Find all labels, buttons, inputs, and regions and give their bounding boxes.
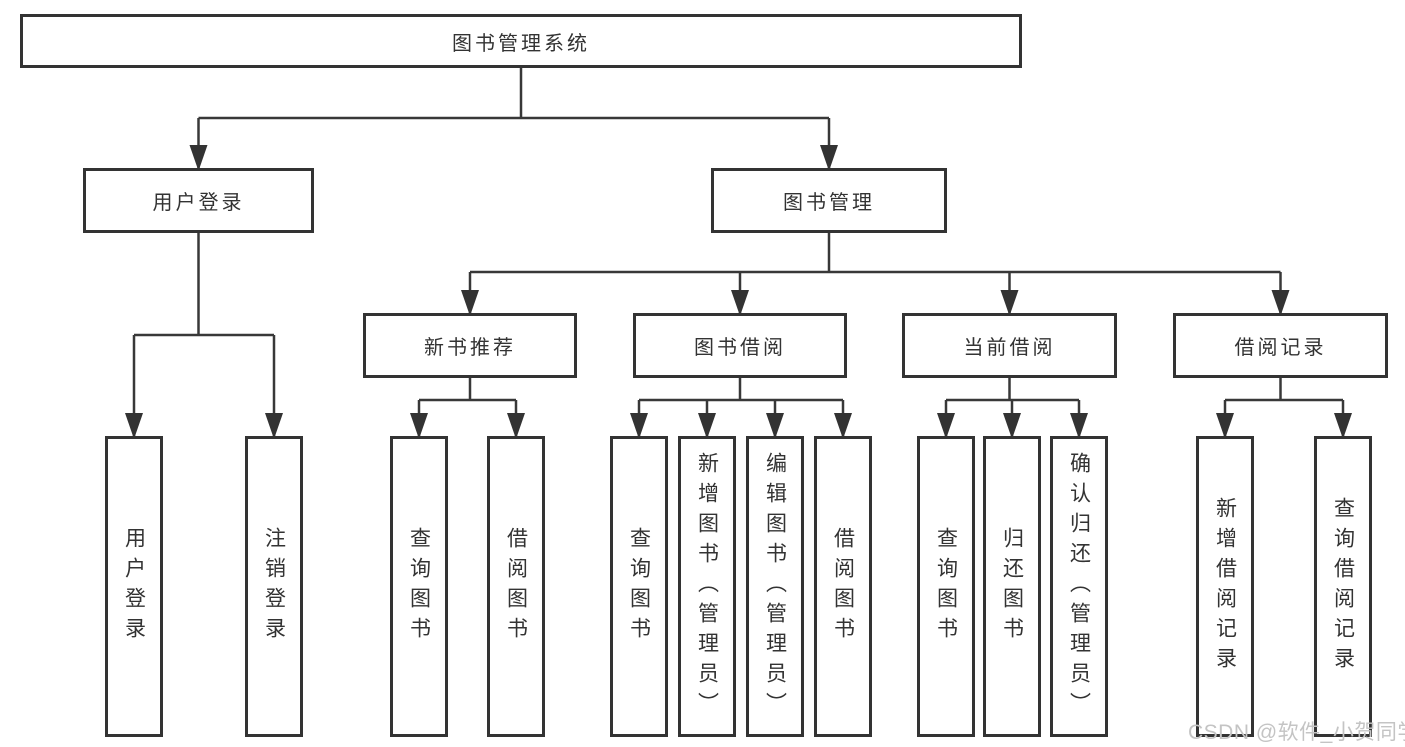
node-bb-edit-book-admin: 编辑图书（管理员）	[746, 436, 804, 737]
connector-user-bus	[134, 233, 274, 337]
node-cb-return-book-label: 归还图书	[1000, 526, 1024, 647]
node-bb-add-book-admin-label: 新增图书（管理员）	[695, 451, 719, 722]
node-bb-borrow-book: 借阅图书	[814, 436, 872, 737]
node-bb-query-book: 查询图书	[610, 436, 668, 737]
node-cb-confirm-return-admin-label: 确认归还（管理员）	[1067, 451, 1091, 722]
node-new-book-recommend-label: 新书推荐	[424, 337, 516, 359]
connector-cb-bus	[946, 378, 1079, 402]
connector-bb-bus	[639, 378, 843, 402]
node-cb-query-book: 查询图书	[917, 436, 975, 737]
node-new-book-recommend: 新书推荐	[363, 313, 577, 378]
node-leaf-user-login: 用户登录	[105, 436, 163, 737]
node-current-borrow-label: 当前借阅	[963, 337, 1056, 359]
node-bb-borrow-book-label: 借阅图书	[831, 526, 855, 647]
node-rec-borrow-book: 借阅图书	[487, 436, 545, 737]
node-leaf-logout-label: 注销登录	[262, 526, 286, 647]
node-root-label: 图书管理系统	[452, 32, 590, 55]
node-book-borrow-label: 图书借阅	[694, 337, 786, 359]
node-rec-query-book: 查询图书	[390, 436, 448, 737]
connector-root-bus	[198, 68, 829, 120]
connector-rec-bus	[419, 378, 516, 402]
connector-mgmt-bus	[470, 233, 1281, 274]
node-cb-return-book: 归还图书	[983, 436, 1041, 737]
node-rec-borrow-book-label: 借阅图书	[504, 526, 528, 647]
node-bb-edit-book-admin-label: 编辑图书（管理员）	[763, 451, 787, 722]
node-cb-query-book-label: 查询图书	[934, 526, 958, 647]
node-br-add-record-label: 新增借阅记录	[1213, 496, 1237, 677]
node-bb-query-book-label: 查询图书	[627, 526, 651, 647]
csdn-watermark: CSDN @软件_小贺同学	[1188, 721, 1405, 744]
node-borrow-record: 借阅记录	[1173, 313, 1388, 378]
node-user-login: 用户登录	[83, 168, 314, 233]
node-book-management-label: 图书管理	[783, 192, 875, 214]
node-borrow-record-label: 借阅记录	[1234, 337, 1327, 359]
node-br-add-record: 新增借阅记录	[1196, 436, 1254, 737]
node-book-borrow: 图书借阅	[633, 313, 847, 378]
node-book-management: 图书管理	[711, 168, 947, 233]
node-cb-confirm-return-admin: 确认归还（管理员）	[1050, 436, 1108, 737]
node-leaf-user-login-label: 用户登录	[122, 526, 146, 647]
node-bb-add-book-admin: 新增图书（管理员）	[678, 436, 736, 737]
node-br-query-record-label: 查询借阅记录	[1331, 496, 1355, 677]
node-current-borrow: 当前借阅	[902, 313, 1117, 378]
node-root: 图书管理系统	[20, 14, 1022, 68]
node-br-query-record: 查询借阅记录	[1314, 436, 1372, 737]
node-rec-query-book-label: 查询图书	[407, 526, 431, 647]
connector-br-bus	[1225, 378, 1343, 402]
node-leaf-logout: 注销登录	[245, 436, 303, 737]
node-user-login-label: 用户登录	[152, 192, 245, 214]
